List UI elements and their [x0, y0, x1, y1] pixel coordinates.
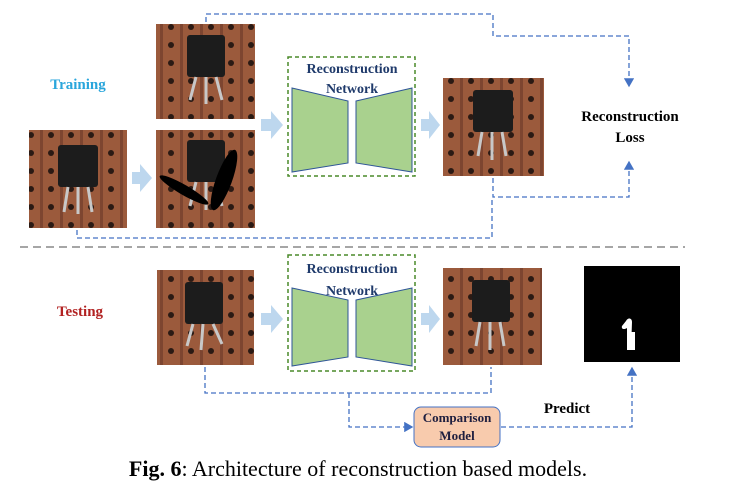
testing-label: Testing	[57, 304, 104, 320]
testing-network-title-line2: Network	[326, 284, 378, 299]
arrow-to-network-training	[261, 111, 283, 139]
arrow-network-to-output-testing	[421, 305, 440, 333]
figure-caption: Fig. 6: Architecture of reconstruction b…	[129, 456, 587, 481]
training-reconstruction-network	[287, 56, 416, 177]
predict-label: Predict	[544, 401, 590, 417]
training-image-clean	[156, 24, 255, 119]
arrow-network-to-output-training	[421, 111, 440, 139]
arrow-input-to-occluded	[132, 164, 152, 192]
arrow-to-network-testing	[261, 305, 283, 333]
testing-reconstruction-network	[287, 254, 416, 372]
training-network-title-line2: Network	[326, 82, 378, 97]
training-network-title-line1: Reconstruction	[307, 62, 398, 77]
training-input-image	[29, 130, 127, 228]
reconstruction-loss-line1: Reconstruction	[581, 109, 679, 125]
reconstruction-loss-line2: Loss	[615, 130, 644, 146]
testing-reconstructed-image	[443, 268, 542, 365]
training-reconstructed-image	[443, 78, 544, 176]
training-image-occluded	[156, 130, 255, 228]
predicted-anomaly-mask	[584, 266, 680, 362]
comparison-model-box	[413, 406, 501, 448]
training-dashed-connectors	[76, 13, 635, 239]
comparison-model-line2: Model	[439, 428, 475, 443]
testing-input-image	[157, 270, 254, 365]
comparison-model-line1: Comparison	[423, 410, 492, 425]
caption-text: : Architecture of reconstruction based m…	[181, 456, 587, 481]
testing-dashed-connectors	[204, 366, 638, 433]
testing-network-title-line1: Reconstruction	[307, 262, 398, 277]
caption-prefix: Fig. 6	[129, 456, 182, 481]
training-label: Training	[50, 77, 106, 93]
